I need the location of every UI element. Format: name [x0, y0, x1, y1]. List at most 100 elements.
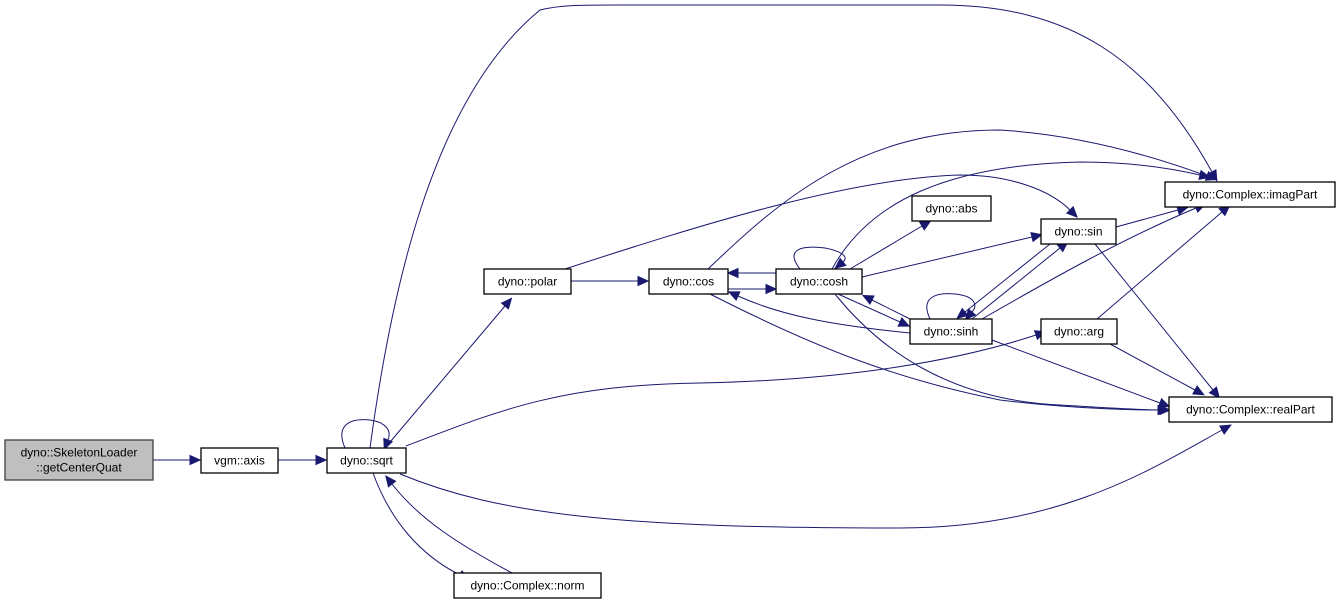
node-box[interactable]	[483, 268, 572, 295]
edge-line	[1109, 343, 1196, 391]
edge-sin-to-realPart	[1094, 243, 1221, 399]
edge-line	[834, 293, 1161, 411]
node-label: dyno::abs	[925, 202, 977, 216]
edge-line	[837, 293, 901, 323]
edge-line	[971, 247, 1061, 320]
arrowhead-icon	[1030, 231, 1043, 243]
edge-line	[871, 299, 913, 321]
edge-polar-to-sin	[564, 174, 1078, 270]
arrowhead-icon	[1065, 205, 1078, 218]
arrowhead-icon	[897, 316, 911, 327]
edge-line	[1115, 209, 1179, 228]
node-box[interactable]	[911, 195, 992, 222]
edge-line	[369, 4, 1213, 449]
arrowhead-icon	[1192, 385, 1205, 396]
node-box[interactable]	[1040, 318, 1118, 345]
arrowhead-icon	[727, 291, 741, 302]
nodes-layer: dyno::SkeletonLoader::getCenterQuat vgm::…	[4, 181, 1336, 599]
arrowhead-icon	[1157, 397, 1171, 408]
edge-sqrt-to-norm	[372, 472, 471, 581]
edge-cos-to-cosh	[728, 283, 778, 295]
node-imagPart[interactable]: dyno::Complex::imagPart	[1164, 181, 1336, 208]
node-sqrt[interactable]: dyno::sqrt	[326, 447, 407, 474]
edge-line	[1096, 211, 1223, 320]
edge-cosh-to-cosh	[793, 246, 847, 270]
arrowhead-icon	[189, 454, 202, 466]
node-label: vgm::axis	[214, 454, 265, 468]
edge-line	[861, 236, 1033, 278]
edge-line	[405, 334, 1037, 447]
edge-sin-to-sinh	[956, 243, 1051, 320]
arrowhead-icon	[637, 275, 650, 287]
node-cos[interactable]: dyno::cos	[648, 268, 729, 295]
node-realPart[interactable]: dyno::Complex::realPart	[1168, 396, 1333, 423]
node-label: dyno::Complex::norm	[470, 579, 584, 593]
node-label: dyno::sinh	[924, 325, 979, 339]
node-axis[interactable]: vgm::axis	[200, 447, 279, 474]
arrowhead-icon	[500, 297, 513, 310]
node-label: dyno::polar	[498, 275, 557, 289]
node-box[interactable]	[200, 447, 279, 474]
edge-cosh-to-imagPart	[831, 161, 1211, 270]
node-label: dyno::Complex::imagPart	[1183, 188, 1318, 202]
node-getCenterQuat[interactable]: dyno::SkeletonLoader::getCenterQuat	[4, 439, 154, 481]
edge-line	[384, 305, 506, 449]
node-label: ::getCenterQuat	[36, 461, 122, 475]
edge-cosh-to-realPart	[834, 293, 1172, 416]
edge-line	[341, 419, 390, 449]
edge-line	[372, 472, 461, 576]
edges-layer	[153, 4, 1232, 581]
edge-cosh-to-abs	[849, 220, 932, 270]
node-box[interactable]	[326, 447, 407, 474]
arrowhead-icon	[1159, 404, 1172, 416]
edge-polar-to-cos	[571, 275, 650, 287]
node-sin[interactable]: dyno::sin	[1040, 218, 1117, 245]
node-norm[interactable]: dyno::Complex::norm	[453, 572, 602, 599]
arrowhead-icon	[918, 220, 932, 231]
edge-getCenterQuat-to-axis	[153, 454, 202, 466]
edge-line	[926, 293, 976, 320]
node-cosh[interactable]: dyno::cosh	[775, 268, 863, 295]
node-box[interactable]	[775, 268, 863, 295]
arrowhead-icon	[834, 257, 847, 270]
edge-arg-to-realPart	[1109, 343, 1205, 396]
node-box[interactable]	[1168, 396, 1333, 423]
edge-cosh-to-sinh	[837, 293, 911, 327]
edge-norm-to-sqrt	[385, 475, 513, 574]
arrowhead-icon	[726, 267, 739, 279]
edge-line	[981, 207, 1197, 320]
node-label: dyno::SkeletonLoader	[21, 446, 138, 460]
node-box[interactable]	[648, 268, 729, 295]
node-polar[interactable]: dyno::polar	[483, 268, 572, 295]
edge-cos-to-realPart	[709, 293, 1170, 416]
node-label: dyno::arg	[1054, 325, 1104, 339]
edge-line	[793, 246, 846, 270]
arrowhead-icon	[861, 294, 875, 305]
node-box[interactable]	[1164, 181, 1336, 208]
edge-line	[391, 483, 513, 574]
edge-line	[831, 161, 1201, 270]
edge-sinh-to-sin	[971, 240, 1069, 320]
arrowhead-icon	[1208, 386, 1221, 399]
edge-line	[707, 129, 1208, 270]
node-abs[interactable]: dyno::abs	[911, 195, 992, 222]
node-box[interactable]	[909, 318, 993, 345]
edge-line	[1094, 243, 1214, 391]
node-sinh[interactable]: dyno::sinh	[909, 318, 993, 345]
edge-sinh-to-cos	[727, 291, 911, 334]
arrowhead-icon	[1219, 424, 1232, 435]
edge-line	[849, 225, 923, 270]
edge-line	[991, 339, 1161, 404]
node-label: dyno::sin	[1054, 225, 1102, 239]
node-box[interactable]	[1040, 218, 1117, 245]
node-arg[interactable]: dyno::arg	[1040, 318, 1118, 345]
node-box[interactable]	[453, 572, 602, 599]
edge-cosh-to-sin	[861, 231, 1043, 278]
node-label: dyno::cos	[663, 275, 714, 289]
node-label: dyno::cosh	[790, 275, 848, 289]
node-label: dyno::Complex::realPart	[1186, 403, 1315, 417]
edge-sqrt-to-sqrt	[341, 419, 394, 451]
arrowhead-icon	[315, 454, 328, 466]
node-box[interactable]	[4, 439, 154, 481]
edge-line	[709, 293, 1159, 411]
